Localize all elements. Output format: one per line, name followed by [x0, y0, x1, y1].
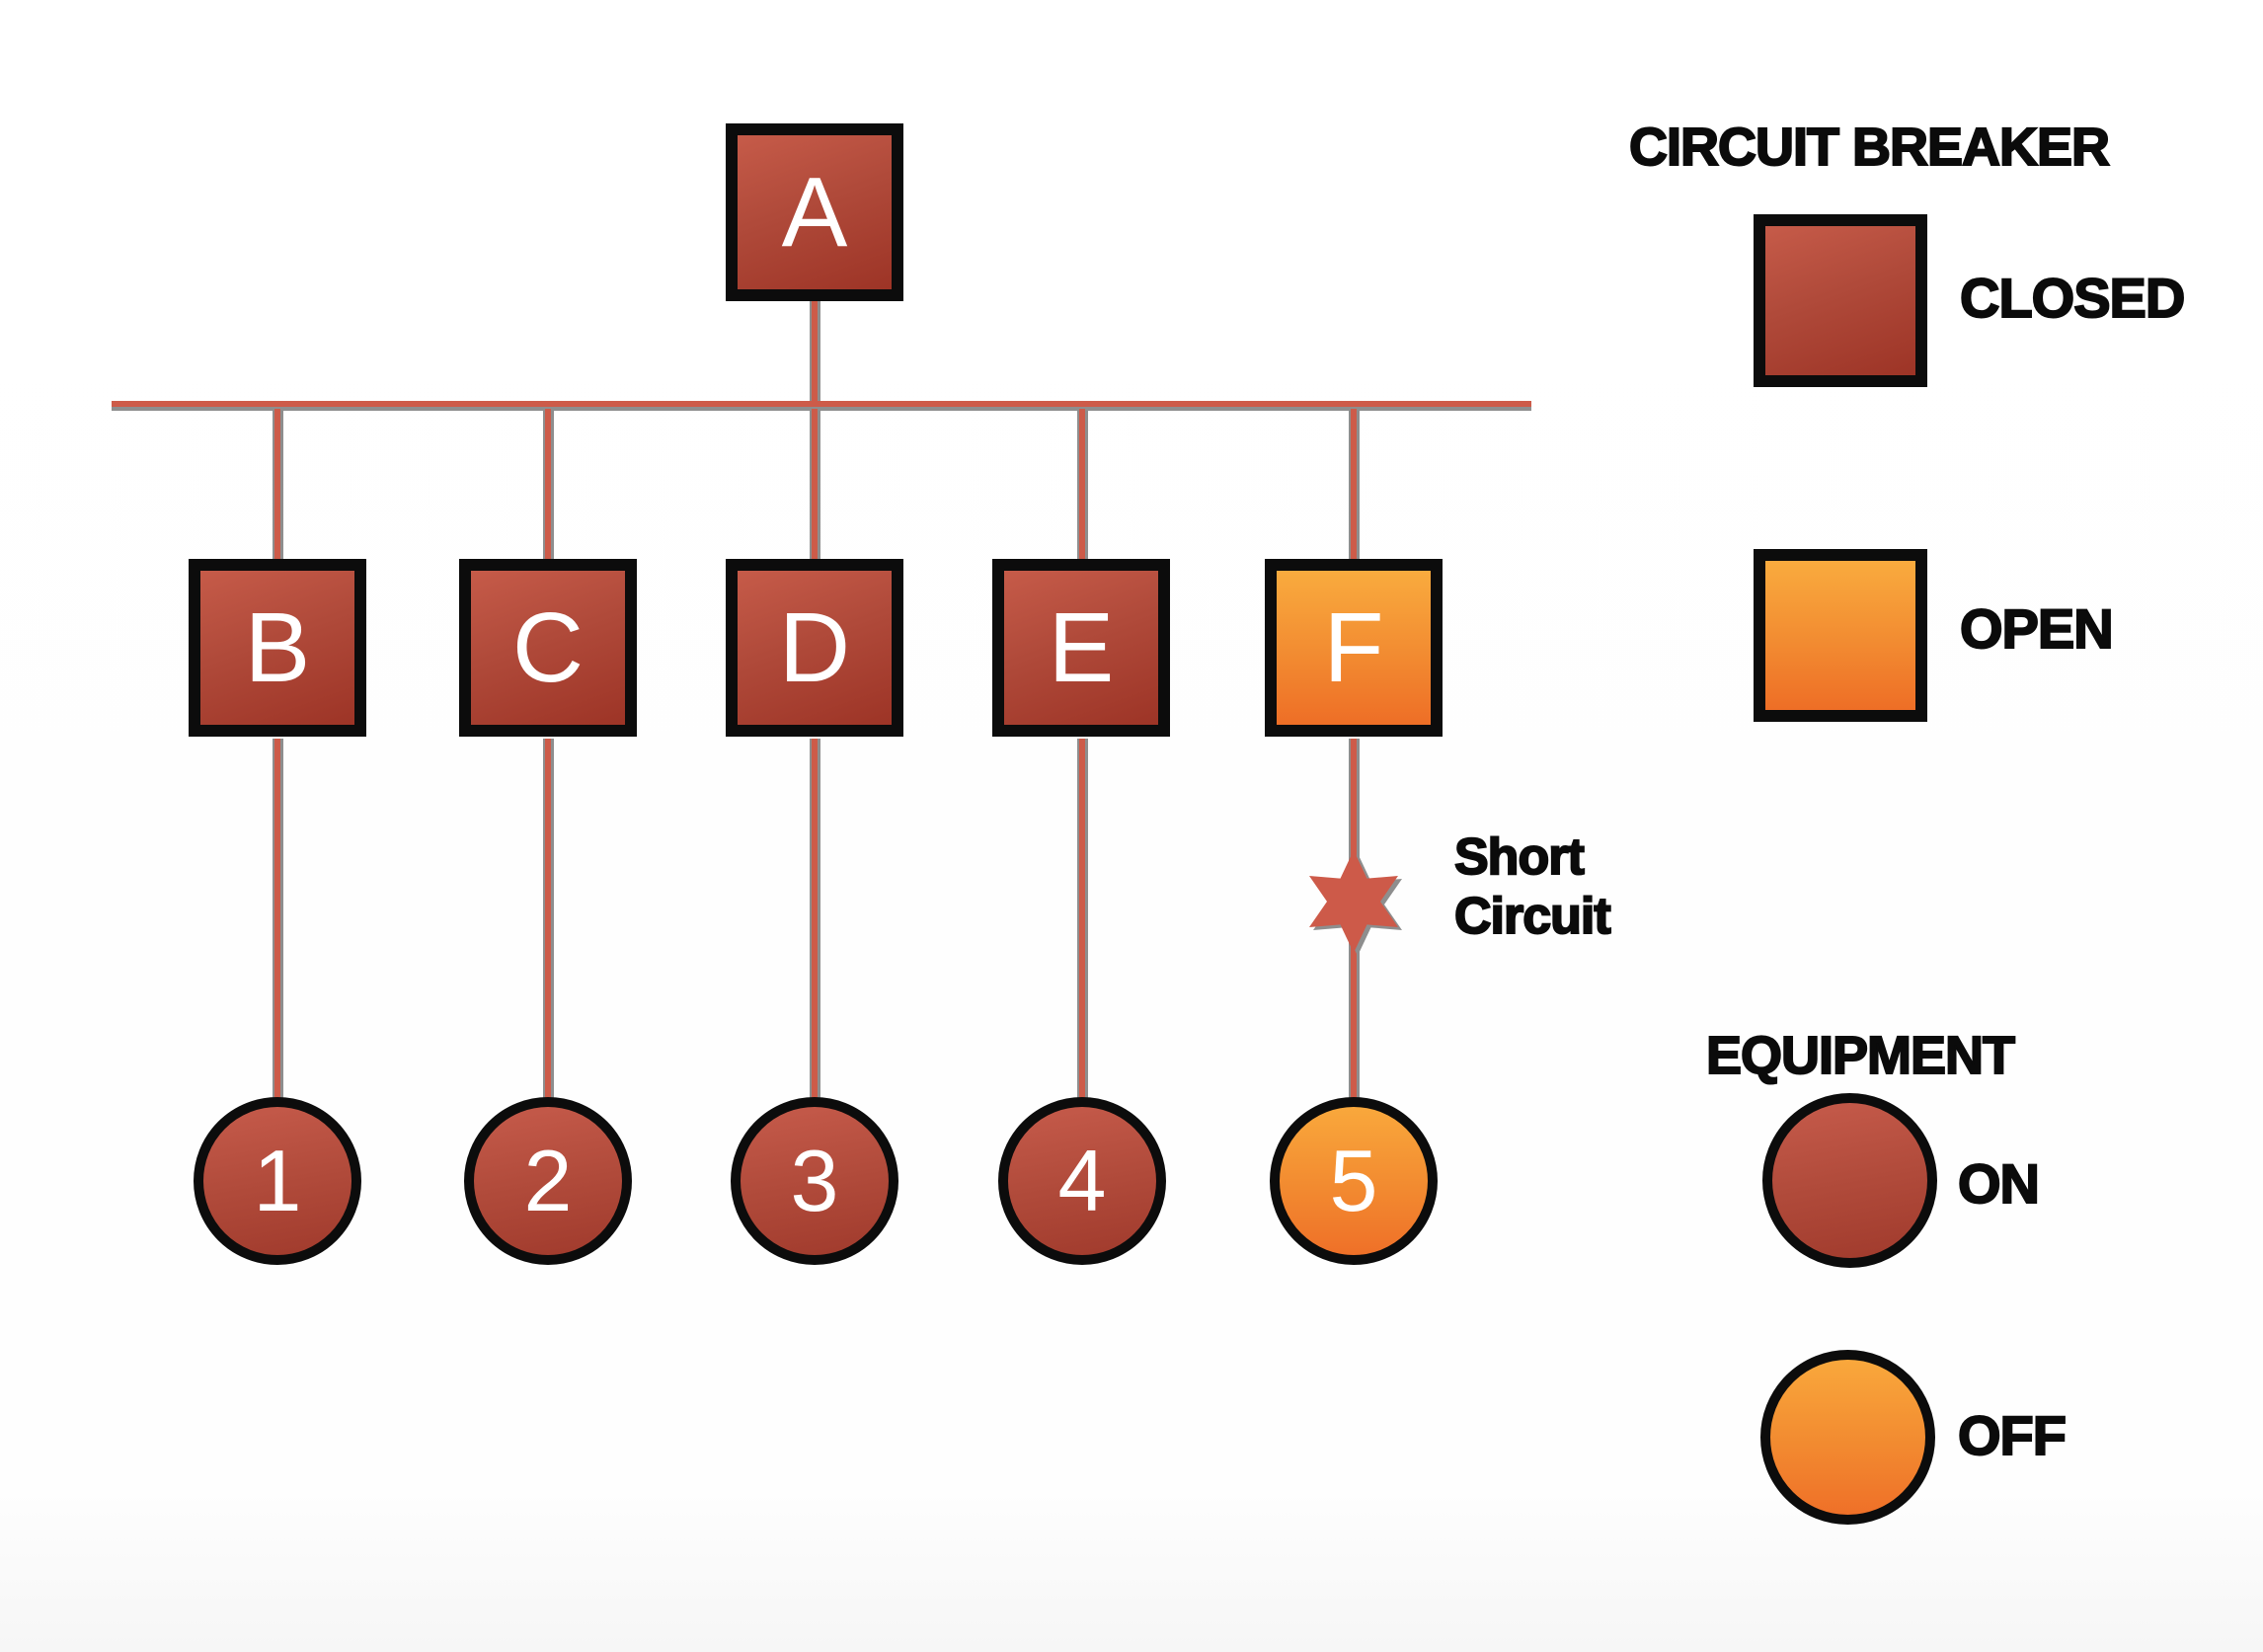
- legend-on-label: ON: [1957, 1152, 2041, 1215]
- breaker-e: E: [992, 559, 1170, 737]
- short-circuit-label: Short Circuit: [1453, 827, 1612, 946]
- equipment-3: 3: [731, 1097, 898, 1265]
- breaker-d-label: D: [778, 592, 851, 703]
- breaker-f-label: F: [1323, 592, 1384, 703]
- drop-bus-to-breaker-f: [1349, 409, 1360, 563]
- legend-open-swatch: [1754, 549, 1927, 722]
- drop-bus-to-breaker-d: [810, 409, 820, 563]
- equipment-1: 1: [194, 1097, 361, 1265]
- equipment-5-label: 5: [1329, 1132, 1378, 1229]
- legend-open-label: OPEN: [1959, 597, 2115, 660]
- legend-closed-label: CLOSED: [1959, 267, 2186, 329]
- breaker-b: B: [189, 559, 366, 737]
- legend-on-swatch: [1762, 1093, 1937, 1268]
- feed-breaker-e-to-equipment-4: [1077, 739, 1088, 1100]
- breaker-d: D: [726, 559, 903, 737]
- feed-breaker-b-to-equipment-1: [273, 739, 283, 1100]
- legend-off-swatch: [1760, 1350, 1935, 1525]
- feed-breaker-c-to-equipment-2: [543, 739, 554, 1100]
- drop-bus-to-breaker-e: [1077, 409, 1088, 563]
- breaker-f: F: [1265, 559, 1443, 737]
- breaker-c-label: C: [511, 592, 585, 703]
- short-circuit-icon: [1309, 850, 1402, 956]
- legend-closed-swatch: [1754, 214, 1927, 387]
- equipment-2-label: 2: [523, 1132, 573, 1229]
- legend-circuit-breaker-title: CIRCUIT BREAKER: [1628, 118, 2111, 177]
- legend-equipment-title: EQUIPMENT: [1705, 1026, 2016, 1085]
- drop-bus-to-breaker-b: [273, 409, 283, 563]
- equipment-4: 4: [998, 1097, 1166, 1265]
- legend-off-label: OFF: [1957, 1404, 2068, 1466]
- connector-main-breaker-to-bus: [810, 296, 820, 407]
- feed-breaker-d-to-equipment-3: [810, 739, 820, 1100]
- breaker-e-label: E: [1048, 592, 1115, 703]
- drop-bus-to-breaker-c: [543, 409, 554, 563]
- equipment-4-label: 4: [1057, 1132, 1107, 1229]
- breaker-a-label: A: [781, 157, 848, 268]
- equipment-3-label: 3: [790, 1132, 839, 1229]
- equipment-2: 2: [464, 1097, 632, 1265]
- breaker-c: C: [459, 559, 637, 737]
- bus-line: [112, 401, 1531, 411]
- equipment-5: 5: [1270, 1097, 1438, 1265]
- equipment-1-label: 1: [253, 1132, 302, 1229]
- breaker-a: A: [726, 123, 903, 301]
- breaker-b-label: B: [244, 592, 311, 703]
